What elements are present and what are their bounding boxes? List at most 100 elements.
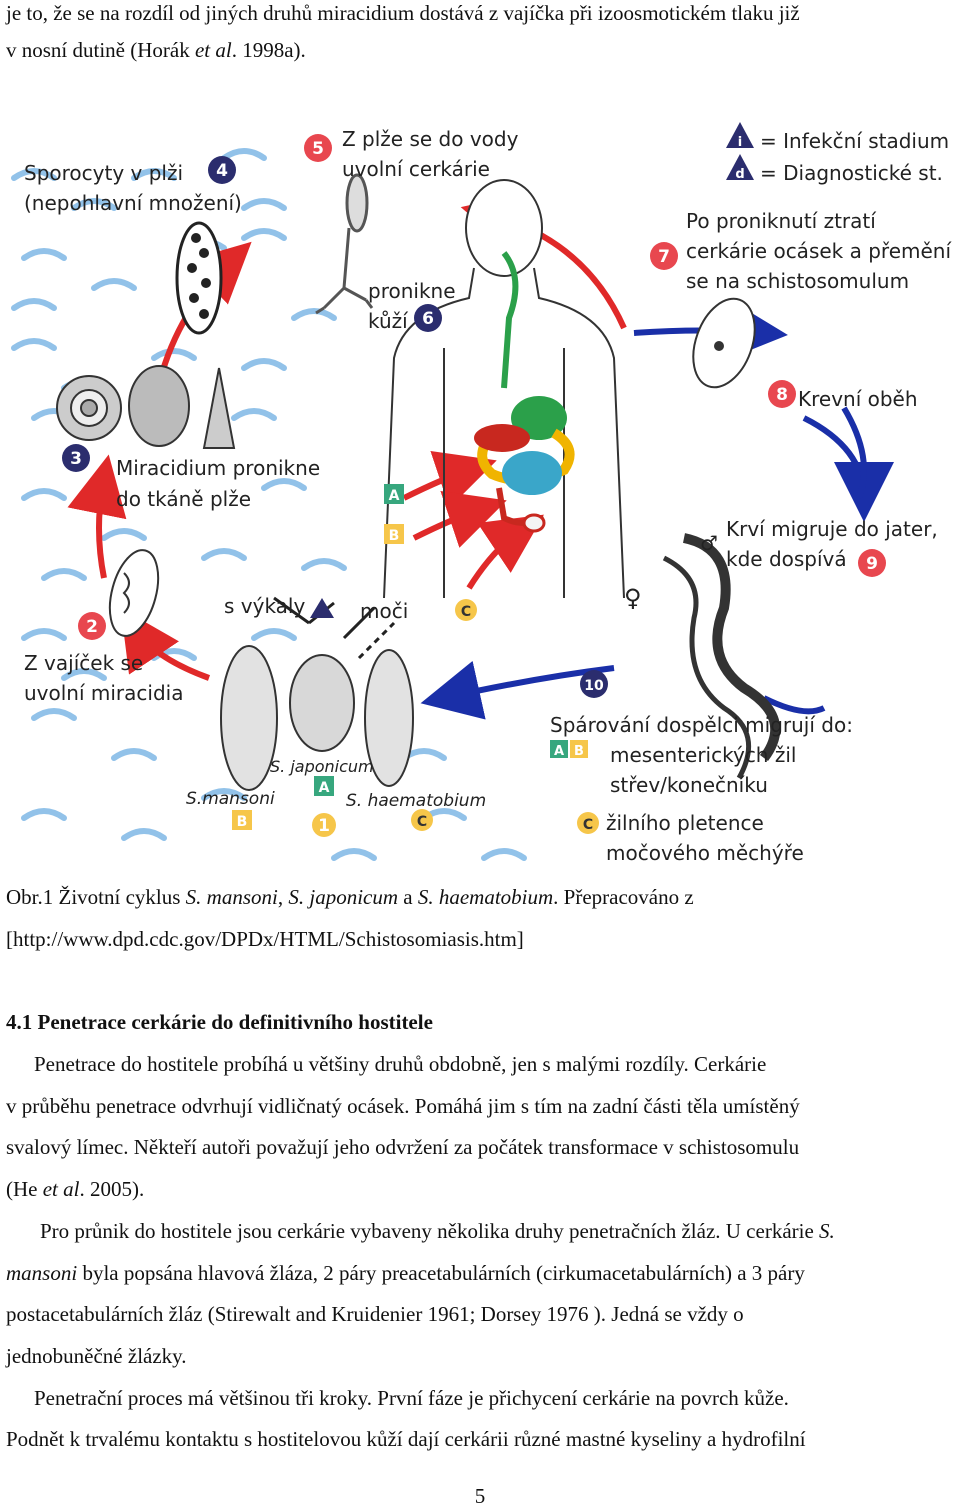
text-span: . Přepracováno z xyxy=(553,885,694,909)
label-s-japonicum: S. japonicum xyxy=(270,757,374,776)
body-line: jednobuněčné žlázky. xyxy=(6,1344,187,1368)
label-sporocysts-2: (nepohlavní množení) xyxy=(24,191,242,215)
snails-illustration xyxy=(56,365,236,449)
body-line: svalový límec. Někteří autoři považují j… xyxy=(6,1135,800,1159)
body-line: Podnět k trvalému kontaktu s hostitelovo… xyxy=(6,1427,806,1451)
legend-diagnostic: = Diagnostické st. xyxy=(760,161,943,185)
label-liver-2: kde dospívá xyxy=(726,547,847,571)
body-line: v průběhu penetrace odvrhují vidličnatý … xyxy=(6,1094,800,1118)
schistosomulum-illustration xyxy=(692,297,756,389)
step-6: 6 xyxy=(422,309,434,329)
marker-C: C xyxy=(461,604,471,620)
label-pairs-4: žilního pletence xyxy=(606,811,764,835)
arrow-eggs-to-2 xyxy=(120,608,211,681)
label-pairs-1: Spárování dospělci migrují do: xyxy=(550,713,853,737)
marker-A-2: A xyxy=(319,780,330,796)
body-line: mansoni byla popsána hlavová žláza, 2 pá… xyxy=(6,1260,805,1286)
text-span: Obr.1 Životní cyklus xyxy=(6,885,186,909)
label-miracidium-1: Miracidium pronikne xyxy=(116,456,320,480)
italic-span: S. mansoni xyxy=(185,885,278,909)
marker-B-2: B xyxy=(237,814,248,830)
text-span: v nosní dutině (Horák xyxy=(6,38,195,62)
section-title: Penetrace cerkárie do definitivního host… xyxy=(37,1010,433,1034)
italic-span: et al xyxy=(42,1177,80,1201)
label-eggs-release-1: Z vajíček se xyxy=(24,651,143,675)
intro-line-2: v nosní dutině (Horák et al. 1998a). xyxy=(6,37,306,63)
diagnostic-stage-icon xyxy=(726,154,754,180)
step-2: 2 xyxy=(86,617,98,637)
species-markers: A B C A B C A B C ♀ ♂ xyxy=(232,484,718,834)
text-span: (He xyxy=(6,1177,43,1201)
label-lose-tail-2: cerkárie ocásek a přemění xyxy=(686,239,952,263)
arrow-2-to-3 xyxy=(67,454,127,579)
step-8: 8 xyxy=(776,385,788,405)
step-7: 7 xyxy=(658,247,670,267)
miracidium-illustration xyxy=(108,549,160,637)
marker-A: A xyxy=(389,488,400,504)
figure-labels: Sporocyty v plži (nepohlavní množení) Z … xyxy=(24,127,952,865)
page-number: 5 xyxy=(474,1484,486,1508)
text-span: a xyxy=(398,885,418,909)
text-span: , xyxy=(277,885,289,909)
label-urine: moči xyxy=(360,599,408,623)
eggs-illustration xyxy=(220,596,414,791)
marker-B-3: B xyxy=(574,744,584,759)
label-lose-tail-1: Po proniknutí ztratí xyxy=(686,209,877,233)
adult-worms-illustration xyxy=(662,533,781,780)
label-pairs-3: střev/konečníku xyxy=(610,773,768,797)
label-penetrate-1: pronikne xyxy=(368,279,456,303)
step-1: 1 xyxy=(318,816,330,836)
italic-span: S. japonicum xyxy=(288,885,399,909)
italic-span: mansoni xyxy=(6,1261,78,1285)
section-number: 4.1 xyxy=(6,1010,33,1034)
label-miracidium-2: do tkáně plže xyxy=(116,487,251,511)
male-symbol: ♂ xyxy=(700,531,718,555)
label-blood: Krevní oběh xyxy=(798,387,918,411)
label-s-mansoni: S.mansoni xyxy=(186,789,275,809)
arrow-C xyxy=(466,514,544,590)
italic-span: S. xyxy=(819,1219,835,1243)
label-liver-1: Krví migruje do jater, xyxy=(726,517,938,541)
label-lose-tail-3: se na schistosomulum xyxy=(686,269,909,293)
body-line: (He et al. 2005). xyxy=(6,1176,144,1202)
cercaria-illustration xyxy=(315,173,374,315)
marker-C-2: C xyxy=(417,814,427,830)
label-release-2: uvolní cerkárie xyxy=(342,157,490,181)
legend-i: i xyxy=(738,135,742,150)
text-span: . 1998a). xyxy=(231,38,306,62)
legend: i = Infekční stadium d = Diagnostické st… xyxy=(726,122,949,185)
figure-caption-url: [http://www.dpd.cdc.gov/DPDx/HTML/Schist… xyxy=(6,927,524,951)
female-symbol: ♀ xyxy=(624,584,642,612)
body-line: Pro průnik do hostitele jsou cerkárie vy… xyxy=(40,1218,835,1244)
sporocyst-illustration xyxy=(175,221,223,335)
body-line: Penetrační proces má většinou tři kroky.… xyxy=(34,1386,789,1410)
text-span: byla popsána hlavová žláza, 2 páry preac… xyxy=(77,1261,805,1285)
arrow-9 xyxy=(762,695,826,715)
step-4: 4 xyxy=(216,161,228,181)
step-9: 9 xyxy=(866,554,878,574)
text-span: . 2005). xyxy=(79,1177,145,1201)
marker-B: B xyxy=(389,528,400,544)
water-waves xyxy=(11,148,527,861)
marker-C-3: C xyxy=(583,817,593,833)
step-10: 10 xyxy=(584,678,604,694)
label-eggs-release-2: uvolní miracidia xyxy=(24,681,183,705)
label-penetrate-2: kůží xyxy=(368,309,409,333)
arrow-side xyxy=(841,406,867,500)
body-line: postacetabulárních žláz (Stirewalt and K… xyxy=(6,1302,744,1326)
label-pairs-5: močového měchýře xyxy=(606,841,804,865)
label-sporocysts-1: Sporocyty v plži xyxy=(24,161,183,185)
digestive-organs xyxy=(474,251,575,533)
step-5: 5 xyxy=(312,139,324,159)
legend-d: d xyxy=(735,167,744,182)
label-s-haematobium: S. haematobium xyxy=(346,791,486,811)
arrow-B xyxy=(412,490,507,548)
body-line: Penetrace do hostitele probíhá u většiny… xyxy=(34,1052,767,1076)
intro-line-1: je to, že se na rozdíl od jiných druhů m… xyxy=(6,1,800,25)
legend-infective: = Infekční stadium xyxy=(760,129,949,153)
arrow-A xyxy=(402,450,497,508)
step-badges: 5 4 6 7 8 3 9 2 10 1 xyxy=(62,134,886,837)
step-3: 3 xyxy=(70,449,82,469)
label-release-1: Z plže se do vody xyxy=(342,127,519,151)
figure-caption: Obr.1 Životní cyklus S. mansoni, S. japo… xyxy=(6,884,694,910)
